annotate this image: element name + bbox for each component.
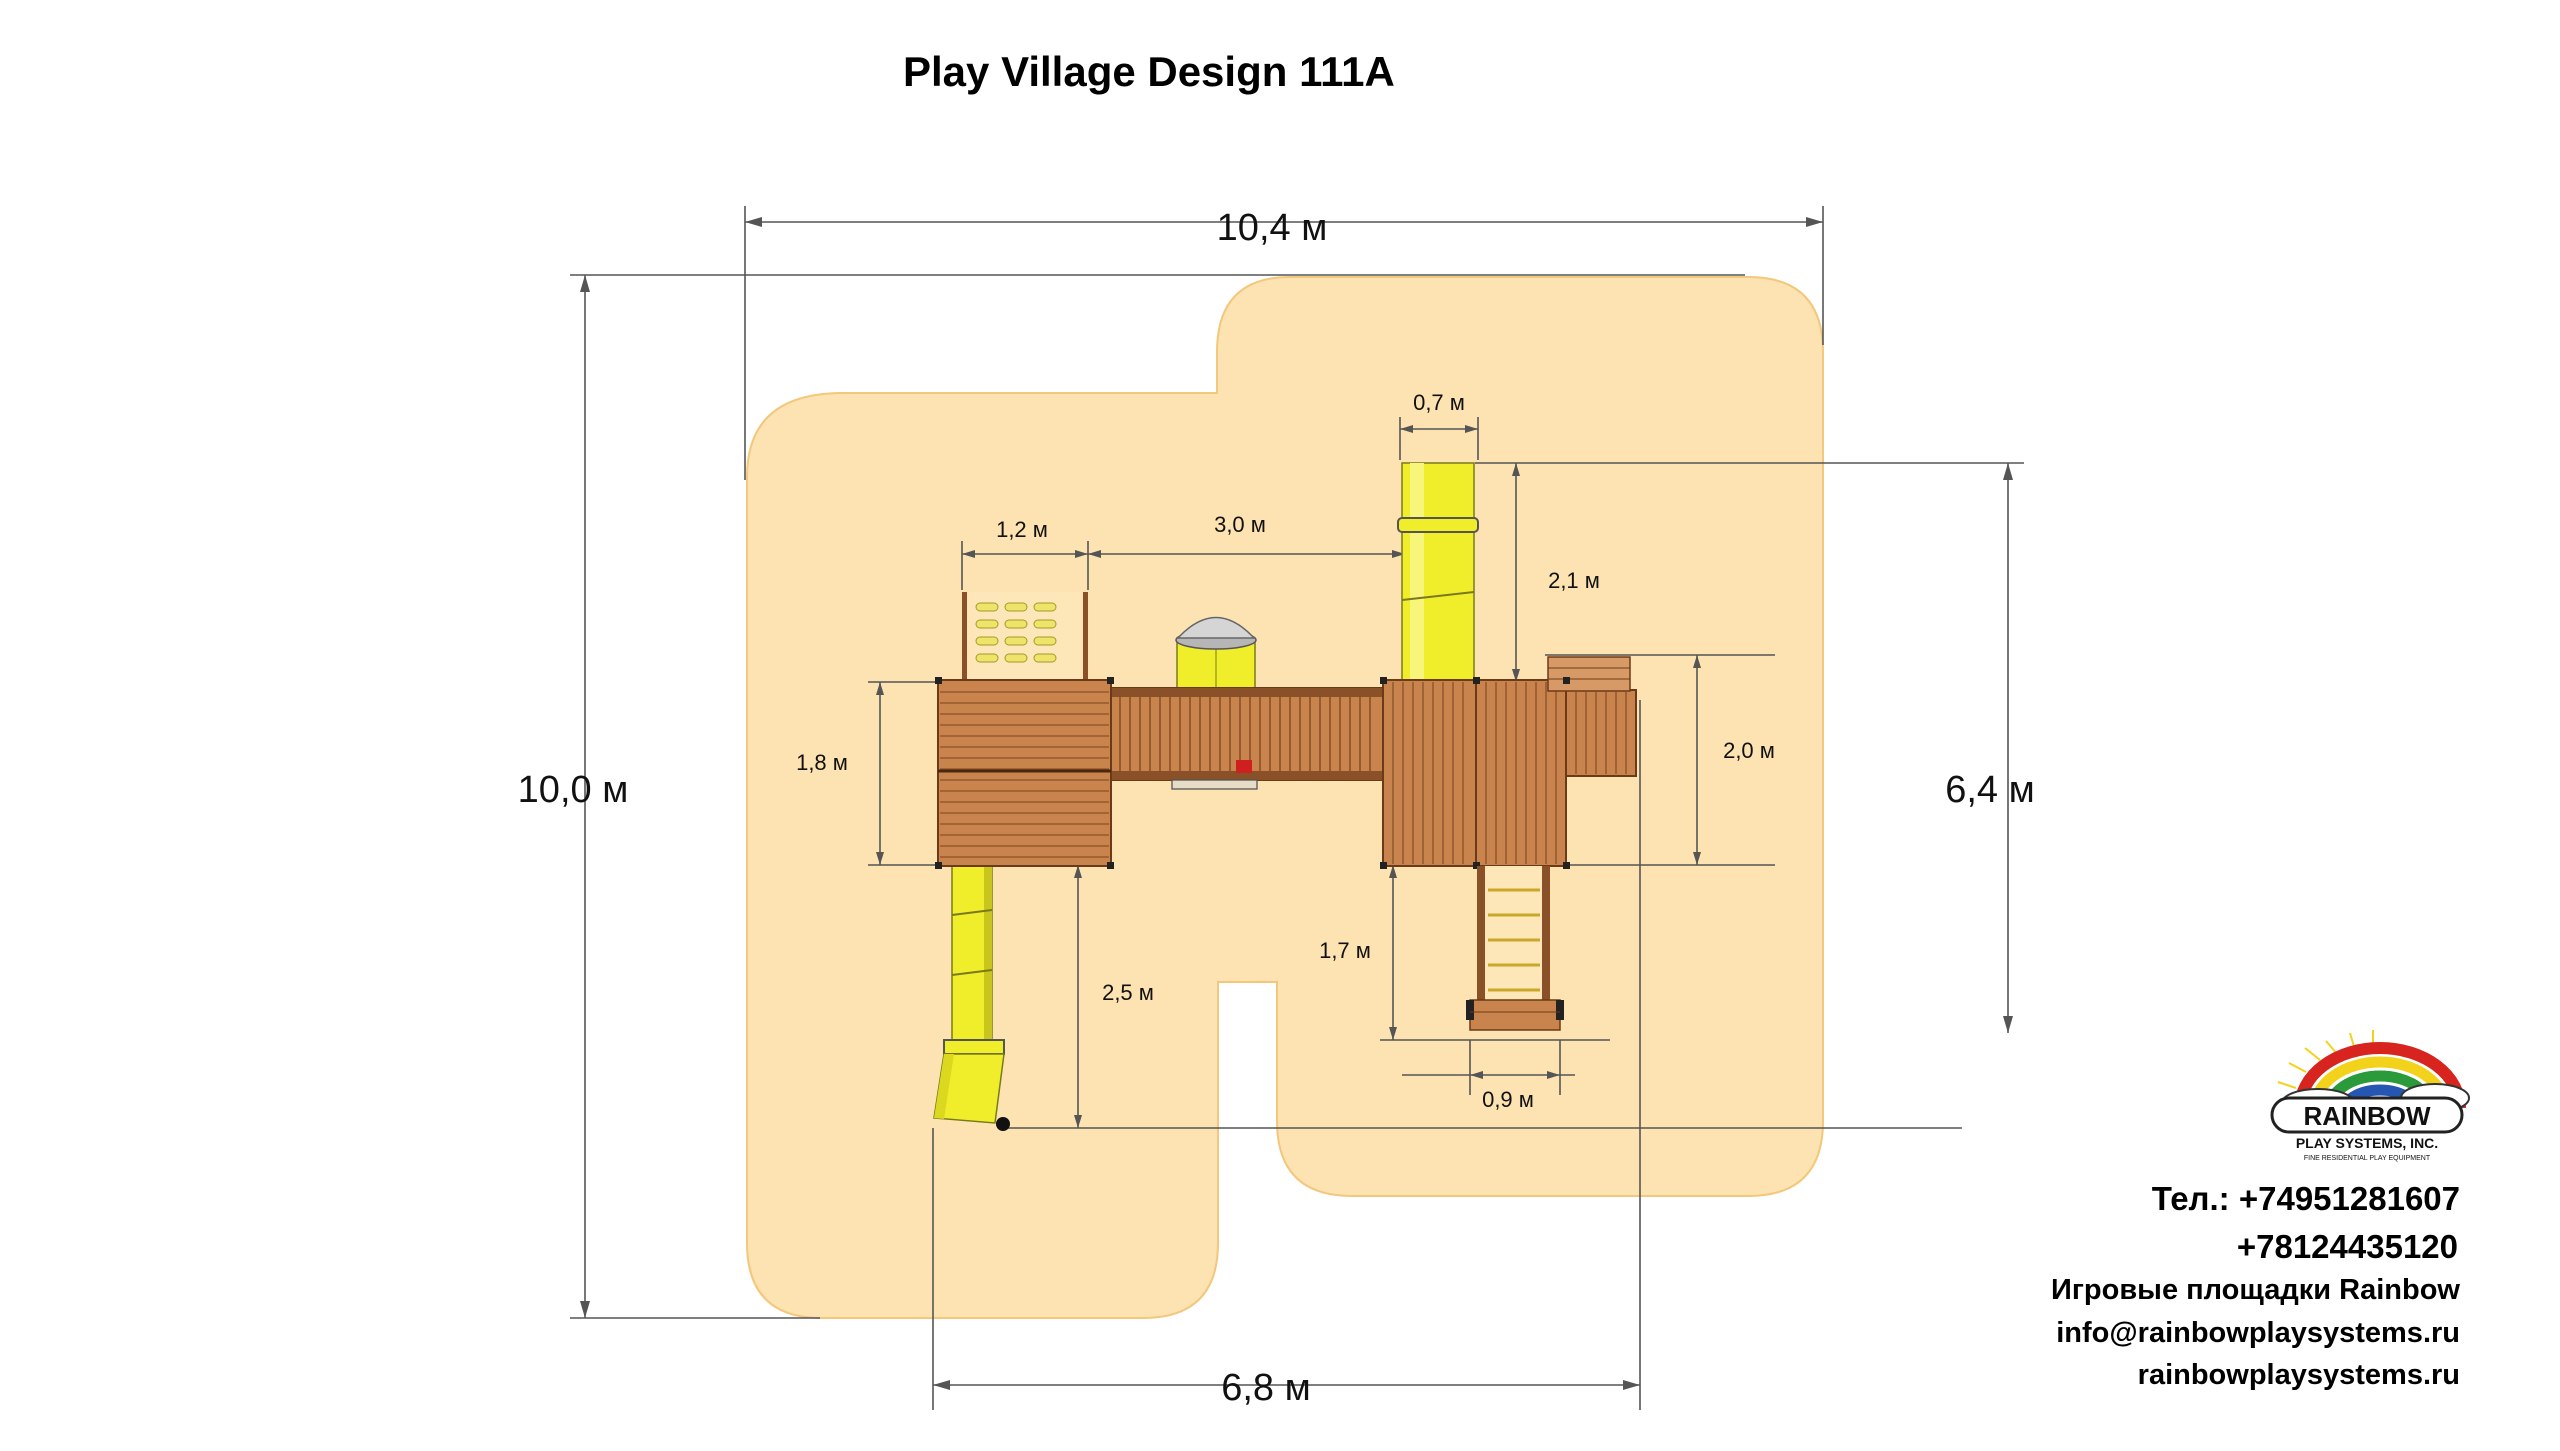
contact-company: Игровые площадки Rainbow bbox=[2051, 1274, 2460, 1306]
contact-phone-2: +78124435120 bbox=[2236, 1228, 2458, 1265]
spiral-slide-left bbox=[933, 861, 1010, 1131]
dim-bottom-width: 6,8 м bbox=[1221, 1367, 1311, 1409]
logo-brand: RAINBOW bbox=[2303, 1101, 2431, 1131]
dim-overall-width: 10,4 м bbox=[1217, 207, 1328, 249]
page-title: Play Village Design 111A bbox=[903, 48, 1395, 95]
dim-ladder-width: 1,2 м bbox=[996, 517, 1048, 542]
dim-tube-length: 2,1 м bbox=[1548, 568, 1600, 593]
dim-right-height: 6,4 м bbox=[1945, 769, 2035, 811]
periscope-dome bbox=[1175, 616, 1257, 689]
play-area bbox=[746, 276, 1824, 1319]
rung-ladder-top bbox=[962, 592, 1088, 684]
rung-ladder-bottom bbox=[1466, 866, 1564, 1031]
dimension-lines bbox=[570, 206, 2024, 1410]
logo-company-name: PLAY SYSTEMS, INC. bbox=[2296, 1135, 2438, 1151]
contact-phone-1: Тел.: +74951281607 bbox=[2151, 1180, 2460, 1217]
bridge bbox=[1109, 687, 1385, 790]
rainbow-logo: RAINBOW PLAY SYSTEMS, INC. FINE RESIDENT… bbox=[2270, 1030, 2470, 1162]
dim-tube-width: 0,7 м bbox=[1413, 390, 1465, 415]
dim-ladder-base: 0,9 м bbox=[1482, 1087, 1534, 1112]
dim-left-deck: 1,8 м bbox=[796, 750, 848, 775]
deck-left bbox=[935, 677, 1114, 869]
deck-right bbox=[1380, 656, 1637, 869]
dim-bridge-length: 3,0 м bbox=[1214, 512, 1266, 537]
dim-ladder-length: 1,7 м bbox=[1319, 938, 1371, 963]
contact-website[interactable]: rainbowplaysystems.ru bbox=[2137, 1359, 2460, 1391]
dim-right-deck: 2,0 м bbox=[1723, 738, 1775, 763]
logo-tagline: FINE RESIDENTIAL PLAY EQUIPMENT bbox=[2304, 1155, 2431, 1162]
tube-slide bbox=[1397, 462, 1479, 684]
dim-overall-height: 10,0 м bbox=[518, 769, 629, 811]
contact-email[interactable]: info@rainbowplaysystems.ru bbox=[2056, 1317, 2460, 1349]
dimension-labels: 10,4 м 10,0 м 6,4 м 6,8 м 1,2 м 3,0 м 0,… bbox=[518, 207, 2035, 1409]
dim-slide-length: 2,5 м bbox=[1102, 980, 1154, 1005]
dimension-arrows bbox=[580, 217, 2013, 1390]
